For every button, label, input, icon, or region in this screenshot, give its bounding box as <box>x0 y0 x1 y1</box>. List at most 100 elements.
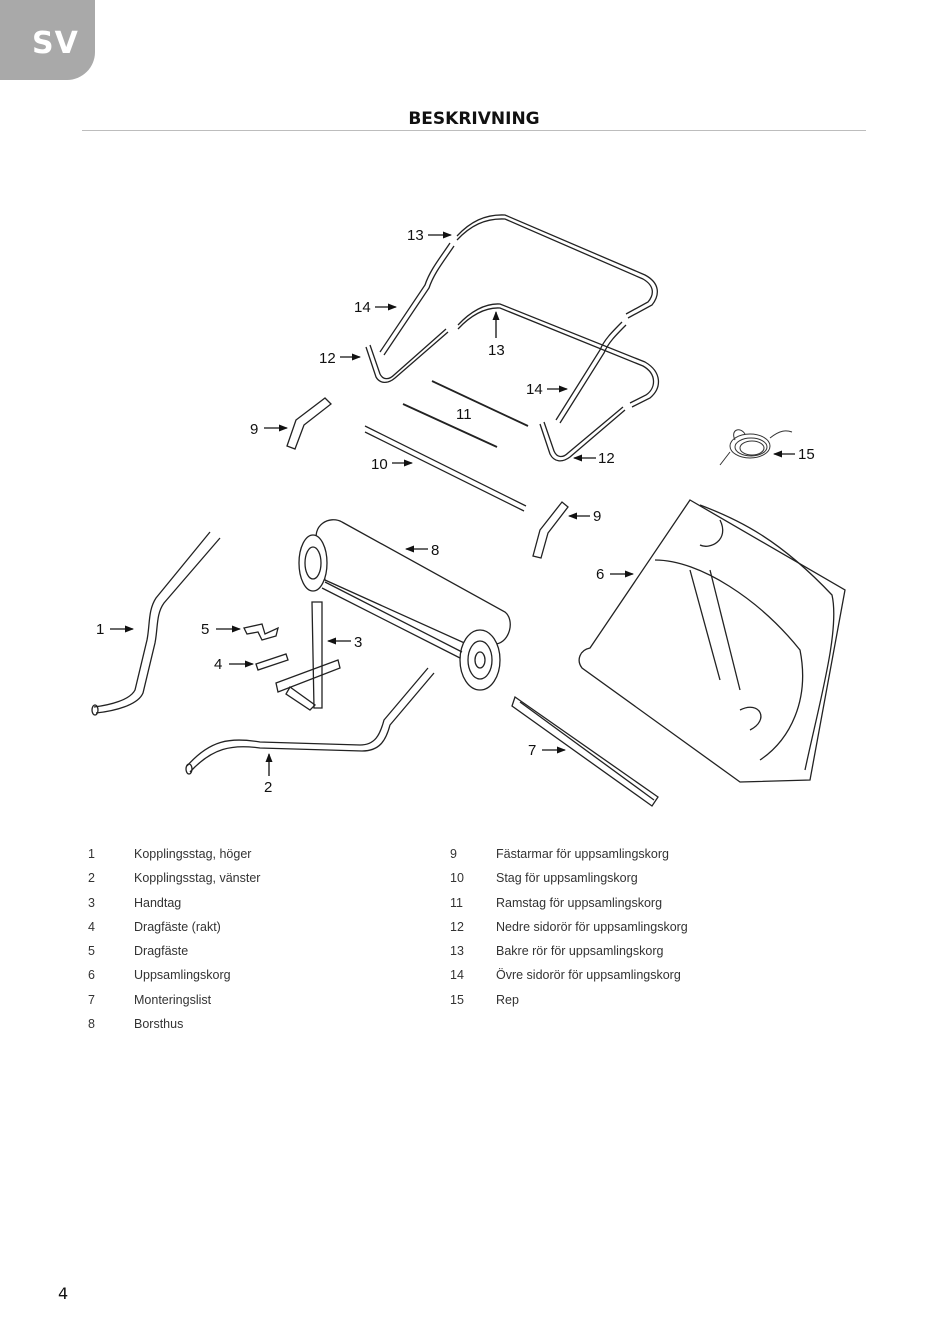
callout-7: 7 <box>528 742 566 759</box>
legend-number: 11 <box>450 895 463 910</box>
legend-text: Nedre sidorör för uppsamlingskorg <box>496 919 688 934</box>
part-5-drag-bracket <box>243 623 279 641</box>
legend-text: Ramstag för uppsamlingskorg <box>496 895 663 910</box>
legend-item: 14 Övre sidorör för uppsamlingskorg <box>450 966 870 990</box>
legend-number: 5 <box>88 944 95 959</box>
legend-number: 9 <box>450 847 457 861</box>
callout-12-left: 12 <box>319 350 361 367</box>
legend-number: 2 <box>88 871 95 886</box>
legend-item: 8 Borsthus <box>88 1015 428 1039</box>
legend-item: 15 Rep <box>450 991 870 1015</box>
language-code: SV <box>32 26 79 61</box>
part-11-frame-rods <box>402 380 529 448</box>
callout-14-right: 14 <box>526 381 568 398</box>
callout-label: 12 <box>319 350 336 367</box>
callout-label: 12 <box>598 450 615 467</box>
legend-text: Dragfäste (rakt) <box>134 919 221 934</box>
callout-label: 9 <box>593 508 601 525</box>
legend-number: 13 <box>450 944 464 959</box>
callout-label: 13 <box>488 342 505 359</box>
callout-label: 3 <box>354 634 362 651</box>
legend-right-column: 9 Fästarmar för uppsamlingskorg 10 Stag … <box>450 845 870 1015</box>
legend-item: 9 Fästarmar för uppsamlingskorg <box>450 845 870 869</box>
part-10-stay <box>364 425 527 512</box>
legend-item: 11 Ramstag för uppsamlingskorg <box>450 894 870 918</box>
legend-text: Borsthus <box>134 1017 184 1032</box>
callout-label: 7 <box>528 742 536 759</box>
callout-9-right: 9 <box>568 508 601 525</box>
callout-12-right: 12 <box>573 450 615 467</box>
callout-label: 6 <box>596 566 604 583</box>
callout-label: 14 <box>526 381 543 398</box>
legend-item: 13 Bakre rör för uppsamlingskorg <box>450 942 870 966</box>
page-title: BESKRIVNING <box>408 109 540 129</box>
callout-10: 10 <box>371 456 413 473</box>
callout-6: 6 <box>596 566 634 583</box>
legend-number: 15 <box>450 992 464 1007</box>
legend-item: 2 Kopplingsstag, vänster <box>88 869 428 893</box>
callout-label: 9 <box>250 421 258 438</box>
callout-label: 2 <box>264 779 272 796</box>
part-15-rope <box>719 429 793 466</box>
legend-item: 12 Nedre sidorör för uppsamlingskorg <box>450 918 870 942</box>
legend-number: 14 <box>450 968 464 983</box>
part-12-lower-side-tube-right <box>539 406 626 462</box>
callout-label: 11 <box>456 406 472 423</box>
legend-text: Uppsamlingskorg <box>134 968 231 983</box>
legend-number: 7 <box>88 992 95 1007</box>
legend-number: 10 <box>450 871 464 886</box>
legend-item: 4 Dragfäste (rakt) <box>88 918 428 942</box>
legend-text: Fästarmar för uppsamlingskorg <box>496 847 669 861</box>
callout-11: 11 <box>456 406 472 423</box>
part-12-lower-side-tube-left <box>365 328 449 384</box>
part-14-upper-side-tube-right <box>555 321 627 424</box>
callout-label: 4 <box>214 656 222 673</box>
legend-text: Kopplingsstag, vänster <box>134 871 261 886</box>
callout-label: 13 <box>407 227 424 244</box>
callout-label: 5 <box>201 621 209 638</box>
part-9-mounting-arm-right <box>532 501 569 559</box>
legend-item: 1 Kopplingsstag, höger <box>88 845 428 869</box>
part-2-connecting-stay-left <box>185 667 435 775</box>
part-1-connecting-stay-right <box>91 531 221 716</box>
legend-item: 3 Handtag <box>88 894 428 918</box>
callout-2: 2 <box>264 753 273 796</box>
callout-label: 10 <box>371 456 388 473</box>
legend-left-column: 1 Kopplingsstag, höger 2 Kopplingsstag, … <box>88 845 428 1039</box>
callout-9-left: 9 <box>250 421 288 438</box>
callouts: 13 14 12 13 14 11 9 10 <box>96 227 815 796</box>
callout-5: 5 <box>201 621 241 638</box>
legend-number: 8 <box>88 1017 95 1032</box>
part-7-mounting-strip <box>511 695 659 807</box>
part-6-collection-basket <box>578 499 846 783</box>
part-4-drag-bracket-straight <box>255 653 289 671</box>
legend-text: Monteringslist <box>134 992 212 1007</box>
legend-text: Övre sidorör för uppsamlingskorg <box>496 968 681 983</box>
title-divider <box>82 130 866 131</box>
part-13-back-tube-lower <box>457 303 660 408</box>
callout-13-lower: 13 <box>488 311 505 359</box>
legend-text: Kopplingsstag, höger <box>134 847 252 861</box>
part-8-brush-housing <box>298 519 511 691</box>
callout-label: 15 <box>798 446 815 463</box>
legend-number: 1 <box>88 847 95 861</box>
part-9-mounting-arm-left <box>286 397 332 450</box>
legend-item: 10 Stag för uppsamlingskorg <box>450 869 870 893</box>
callout-4: 4 <box>214 656 254 673</box>
legend-number: 6 <box>88 968 95 983</box>
callout-label: 8 <box>431 542 439 559</box>
page-number: 4 <box>58 1284 69 1303</box>
part-14-upper-side-tube-left <box>379 242 455 356</box>
part-13-back-tube-upper <box>456 214 658 319</box>
legend-item: 6 Uppsamlingskorg <box>88 966 428 990</box>
callout-label: 1 <box>96 621 104 638</box>
callout-15: 15 <box>773 446 815 463</box>
legend-number: 4 <box>88 919 95 934</box>
callout-14-left: 14 <box>354 299 397 316</box>
part-3-handle <box>275 601 341 711</box>
legend-text: Dragfäste <box>134 944 189 959</box>
callout-8: 8 <box>405 542 439 559</box>
language-tab: SV <box>0 0 95 80</box>
callout-3: 3 <box>327 634 362 651</box>
